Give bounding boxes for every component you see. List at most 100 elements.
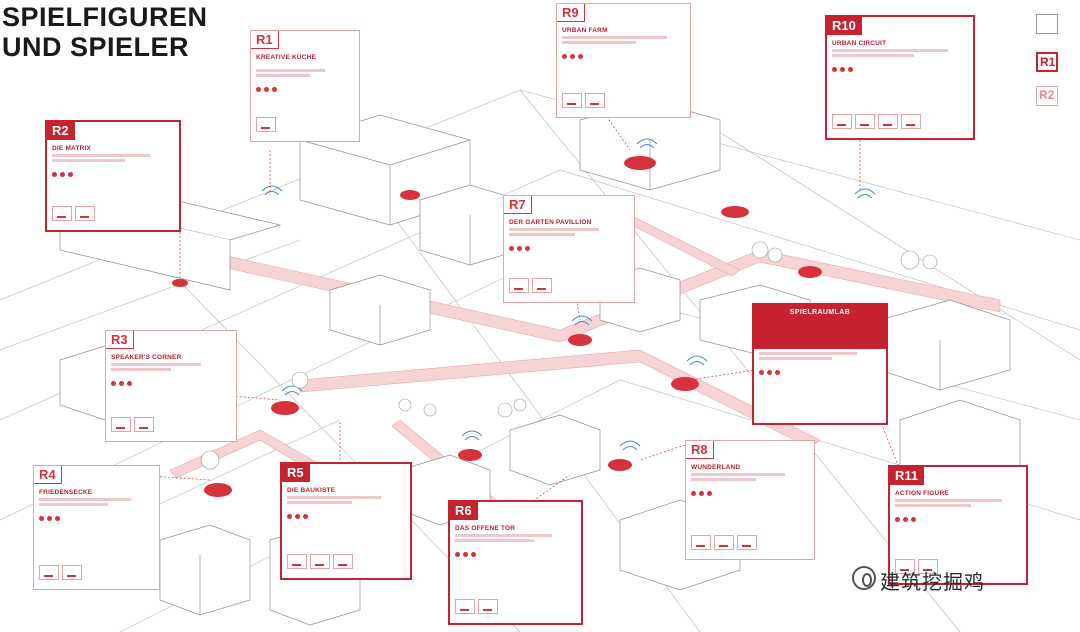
card-dots bbox=[455, 544, 576, 562]
activity-icon bbox=[895, 559, 915, 574]
card-bar bbox=[52, 159, 126, 162]
card-dots bbox=[509, 238, 629, 256]
legend-box-r1: R1 bbox=[1036, 52, 1058, 72]
activity-icon bbox=[509, 278, 529, 293]
card-bar bbox=[455, 534, 552, 537]
card-bar bbox=[832, 49, 948, 52]
spielraumlab-header: SPIELRAUMLAB bbox=[754, 305, 886, 349]
card-bar bbox=[509, 233, 575, 236]
card-bar bbox=[691, 478, 756, 481]
activity-icon bbox=[478, 599, 498, 614]
card-icons bbox=[691, 535, 760, 555]
activity-icon bbox=[39, 565, 59, 580]
card-tag: R3 bbox=[106, 331, 134, 349]
card-spielraumlab[interactable]: SPIELRAUMLAB bbox=[752, 303, 888, 425]
activity-icon bbox=[691, 535, 711, 550]
card-r8[interactable]: R8 WUNDERLAND bbox=[685, 440, 815, 560]
card-r9[interactable]: R9 URBAN FARM bbox=[556, 3, 691, 118]
activity-icon bbox=[532, 278, 552, 293]
card-dots bbox=[562, 46, 685, 64]
card-r3[interactable]: R3 SPEAKER'S CORNER bbox=[105, 330, 237, 442]
card-tag: R2 bbox=[47, 122, 75, 140]
card-icons bbox=[455, 599, 501, 619]
legend-r1: R1 bbox=[1036, 52, 1058, 72]
card-text bbox=[256, 61, 354, 67]
card-bar bbox=[39, 503, 108, 506]
page-title: SPIELFIGUREN UND SPIELER bbox=[2, 2, 208, 62]
card-r6[interactable]: R6 DAS OFFENE TOR bbox=[448, 500, 583, 625]
card-bar bbox=[895, 499, 1003, 502]
card-dots bbox=[111, 373, 231, 391]
card-icons bbox=[509, 278, 555, 298]
card-icons bbox=[832, 114, 924, 134]
activity-icon bbox=[134, 417, 154, 432]
activity-icon bbox=[75, 206, 95, 221]
card-bar bbox=[759, 357, 833, 360]
card-name: DAS OFFENE TOR bbox=[455, 525, 516, 532]
card-bar bbox=[256, 74, 310, 77]
card-r11[interactable]: R11 ACTION FIGURE bbox=[888, 465, 1028, 585]
card-bar bbox=[52, 154, 150, 157]
card-dots bbox=[287, 506, 405, 524]
card-r2[interactable]: R2 DIE MATRIX bbox=[45, 120, 181, 232]
activity-icon bbox=[918, 559, 938, 574]
card-tag: R6 bbox=[450, 502, 478, 520]
card-name: DER GARTEN PAVILLION bbox=[509, 219, 592, 226]
card-r7[interactable]: R7 DER GARTEN PAVILLION bbox=[503, 195, 635, 303]
card-bar bbox=[455, 539, 534, 542]
card-name: KREATIVE KÜCHE bbox=[256, 54, 317, 61]
wechat-logo-icon bbox=[852, 566, 876, 590]
activity-icon bbox=[256, 117, 276, 132]
card-tag: R10 bbox=[827, 17, 862, 35]
activity-icon bbox=[52, 206, 72, 221]
card-tag: R5 bbox=[282, 464, 310, 482]
legend bbox=[1036, 14, 1058, 34]
activity-icon bbox=[714, 535, 734, 550]
title-line-1: SPIELFIGUREN bbox=[2, 2, 208, 32]
card-tag: R1 bbox=[251, 31, 279, 49]
activity-icon bbox=[455, 599, 475, 614]
card-name: SPEAKER'S CORNER bbox=[111, 354, 182, 361]
card-r10[interactable]: R10 URBAN CIRCUIT bbox=[825, 15, 975, 140]
card-name: ACTION FIGURE bbox=[895, 490, 949, 497]
card-tag: R7 bbox=[504, 196, 532, 214]
activity-icon bbox=[737, 535, 757, 550]
card-bar bbox=[691, 473, 786, 476]
card-dots bbox=[691, 483, 809, 501]
activity-icon bbox=[62, 565, 82, 580]
card-r5[interactable]: R5 DIE BAUKISTE bbox=[280, 462, 412, 580]
card-bar bbox=[759, 352, 857, 355]
activity-icon bbox=[901, 114, 921, 129]
card-name: FRIEDENSECKE bbox=[39, 489, 93, 496]
card-bar bbox=[895, 504, 971, 507]
card-tag: R8 bbox=[686, 441, 714, 459]
card-bar bbox=[562, 41, 636, 44]
card-bar bbox=[287, 496, 382, 499]
card-dots bbox=[759, 362, 881, 380]
card-bar bbox=[832, 54, 914, 57]
card-icons bbox=[111, 417, 157, 437]
card-icons bbox=[562, 93, 608, 113]
activity-icon bbox=[585, 93, 605, 108]
title-line-2: UND SPIELER bbox=[2, 32, 190, 62]
activity-icon bbox=[111, 417, 131, 432]
activity-icon bbox=[310, 554, 330, 569]
card-r1[interactable]: R1 KREATIVE KÜCHE bbox=[250, 30, 360, 142]
card-name: URBAN CIRCUIT bbox=[832, 40, 887, 47]
card-dots bbox=[256, 79, 354, 97]
card-dots bbox=[39, 508, 154, 526]
card-tag: R9 bbox=[557, 4, 585, 22]
card-bar bbox=[509, 228, 599, 231]
card-name: DIE BAUKISTE bbox=[287, 487, 336, 494]
legend-box-empty bbox=[1036, 14, 1058, 34]
activity-icon bbox=[832, 114, 852, 129]
card-bar bbox=[287, 501, 352, 504]
card-tag: R4 bbox=[34, 466, 62, 484]
card-r4[interactable]: R4 FRIEDENSECKE bbox=[33, 465, 160, 590]
legend-box-r2: R2 bbox=[1036, 86, 1058, 106]
card-bar bbox=[39, 498, 131, 501]
card-dots bbox=[895, 509, 1021, 527]
activity-icon bbox=[878, 114, 898, 129]
card-icons bbox=[287, 554, 356, 574]
watermark: 建筑挖掘鸡 bbox=[880, 570, 985, 594]
